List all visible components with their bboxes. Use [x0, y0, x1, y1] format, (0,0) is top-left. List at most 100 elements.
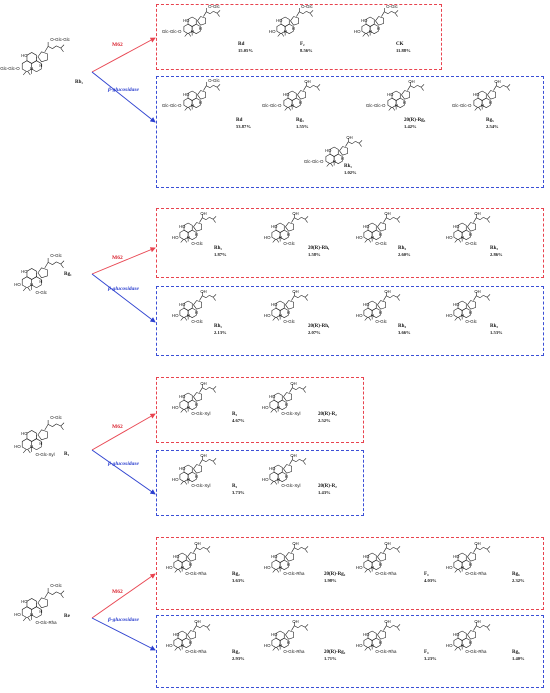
hydrogen-label: H [286, 232, 290, 238]
m62-label: M62 [112, 589, 123, 595]
ring-c [287, 90, 297, 101]
hydrogen-label: H [286, 562, 290, 568]
c6-substituent-label: O-Glc-Rha [465, 571, 487, 577]
m62-label: M62 [112, 424, 123, 430]
ring-c [275, 552, 285, 563]
c20-substituent-label: O-Glc [50, 415, 62, 421]
product-name: 20(R)-R₂ [318, 412, 337, 417]
ring-d [487, 90, 496, 100]
ring-c [177, 630, 187, 641]
ring-d [37, 429, 48, 441]
hydroxyl-label: OH [304, 78, 311, 84]
hydrogen-label: H [370, 643, 374, 649]
product-yield: 2.13% [214, 330, 227, 335]
panel-re-bglu [156, 615, 544, 688]
ring-c [477, 90, 487, 101]
product-yield: 2.86% [490, 252, 503, 257]
c3-substituent-label: HO [263, 313, 271, 319]
steroid-skeleton-drawing [453, 292, 491, 321]
panel-r1-bglu [156, 450, 364, 516]
hydrogen-label: H [276, 405, 280, 411]
ring-d [37, 51, 48, 63]
ring-d [193, 300, 202, 310]
steroid-skeleton-drawing [183, 82, 221, 111]
c3-substituent-label: HO [268, 29, 276, 35]
hydrogen-label: H [370, 313, 374, 319]
hydroxyl-label: HO [276, 17, 283, 23]
ring-d [285, 630, 294, 640]
c3-substituent-label: HO [14, 612, 21, 618]
c20-substituent-label: O-Glc [208, 3, 220, 9]
arrow-rg1-m62 [91, 247, 156, 275]
c6-substituent-label: O-Glc [191, 319, 203, 325]
beta-glucosidase-label: β-glucosidase [108, 617, 139, 623]
product-name: Rk₃ [490, 246, 498, 251]
hydrogen-label: H [276, 477, 280, 483]
ring-d [37, 267, 48, 279]
hydroxyl-label: OH [474, 618, 481, 624]
hydroxyl-label: OH [292, 540, 299, 546]
hydroxyl-label: HO [271, 223, 278, 229]
c3-substituent-label: HO [171, 235, 179, 241]
steroid-skeleton-drawing [473, 82, 511, 111]
product-yield: 3.66% [398, 330, 411, 335]
hydroxyl-label: HO [453, 223, 460, 229]
hydrogen-label: H [30, 444, 34, 450]
c3-substituent-label: HO [355, 313, 363, 319]
c20-substituent-label: O-Glc [50, 583, 62, 589]
product-name: Rg₂ [232, 572, 240, 577]
product-name: Rg₅ [486, 118, 494, 123]
product-yield: 3.63% [232, 578, 245, 583]
product-yield: 15.05% [238, 48, 253, 53]
panel-rg1-bglu [156, 286, 544, 356]
hydrogen-label: H [340, 156, 344, 162]
product-yield: 1.58% [308, 252, 321, 257]
product-yield: 8.56% [300, 48, 313, 53]
hydrogen-label: H [460, 313, 464, 319]
steroid-skeleton-drawing [283, 82, 321, 111]
c6-substituent-label: O-Glc-Rha [283, 571, 305, 577]
ring-c [26, 52, 37, 64]
m62-label: M62 [112, 42, 123, 48]
hydroxyl-label: OH [200, 452, 207, 458]
steroid-skeleton-drawing [179, 214, 217, 243]
hydroxyl-label: HO [21, 599, 28, 604]
beta-glucosidase-label: β-glucosidase [108, 87, 139, 93]
product-name: R₂ [232, 484, 238, 489]
product-name: 20(R)-Rg₃ [404, 118, 426, 123]
hydrogen-label: H [30, 612, 34, 618]
c3-substituent-label: Glc-Glc-O [161, 29, 182, 35]
c20-substituent-label: O-Glc-Glc [50, 37, 70, 43]
hydroxyl-label: HO [179, 393, 186, 399]
hydroxyl-label: HO [271, 553, 278, 559]
substrate-name: Re [64, 614, 70, 619]
product-yield: 11.88% [396, 48, 411, 53]
hydroxyl-label: OH [408, 78, 415, 84]
steroid-skeleton-drawing [363, 622, 401, 651]
c6-substituent-label: O-Glc-Rha [185, 649, 207, 655]
hydroxyl-label: HO [271, 631, 278, 637]
hydrogen-label: H [468, 562, 472, 568]
hydrogen-label: H [190, 29, 194, 35]
ring-d [297, 90, 306, 100]
product-yield: 1.42% [404, 124, 417, 129]
ring-d [285, 222, 294, 232]
product-name: CK [396, 42, 404, 47]
hydrogen-label: H [278, 313, 282, 319]
hydrogen-label: H [190, 103, 194, 109]
ring-c [26, 430, 37, 442]
c3-substituent-label: Glc-Glc-O [0, 66, 20, 72]
hydrogen-label: H [186, 405, 190, 411]
c6-substituent-label: O-Glc [283, 241, 295, 247]
hydroxyl-label: OH [292, 288, 299, 294]
ring-d [193, 392, 202, 402]
panel-rb1-m62 [156, 4, 442, 70]
hydroxyl-label: HO [325, 147, 332, 153]
ring-d [285, 552, 294, 562]
c20-substituent-label: O-Glc [50, 253, 62, 259]
product-name: 20(R)-Rh₁ [308, 246, 330, 251]
hydrogen-label: H [30, 282, 34, 288]
hydroxyl-label: OH [474, 210, 481, 216]
hydroxyl-label: HO [363, 631, 370, 637]
